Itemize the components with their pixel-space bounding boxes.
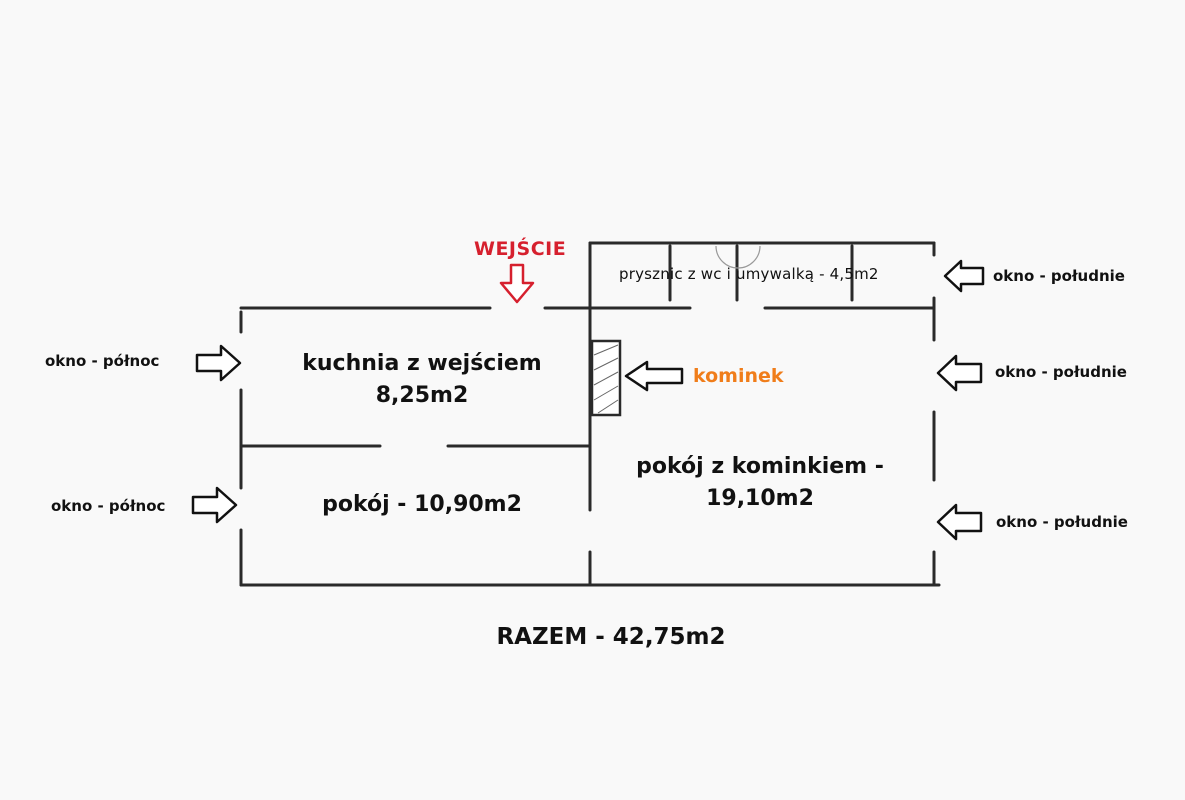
total-area-label: RAZEM - 42,75m2 bbox=[496, 624, 726, 650]
arrow-left-icon bbox=[936, 354, 983, 392]
kitchen-label: kuchnia z wejściem 8,25m2 bbox=[302, 348, 541, 412]
arrow-left-icon bbox=[624, 360, 684, 392]
living-room-name: pokój z kominkiem - bbox=[636, 454, 884, 479]
entrance-arrow-icon bbox=[499, 263, 535, 304]
kitchen-area: 8,25m2 bbox=[375, 383, 469, 408]
living-room-area: 19,10m2 bbox=[706, 486, 814, 511]
door-arc bbox=[715, 245, 761, 269]
kitchen-name: kuchnia z wejściem bbox=[302, 351, 542, 376]
window-south-label-1: okno - południe bbox=[993, 267, 1125, 285]
window-south-label-3: okno - południe bbox=[996, 513, 1128, 531]
entrance-label: WEJŚCIE bbox=[474, 238, 567, 260]
bathroom-label: prysznic z wc i umywalką - 4,5m2 bbox=[619, 265, 879, 283]
room-label: pokój - 10,90m2 bbox=[322, 492, 522, 517]
window-south-label-2: okno - południe bbox=[995, 363, 1127, 381]
fireplace-symbol bbox=[590, 339, 622, 417]
arrow-right-icon bbox=[191, 486, 238, 524]
window-north-label-1: okno - północ bbox=[45, 352, 160, 370]
arrow-left-icon bbox=[936, 503, 983, 541]
arrow-right-icon bbox=[195, 344, 242, 382]
fireplace-label: kominek bbox=[693, 365, 784, 387]
window-north-label-2: okno - północ bbox=[51, 497, 166, 515]
arrow-left-icon bbox=[943, 259, 985, 293]
living-room-label: pokój z kominkiem - 19,10m2 bbox=[636, 451, 884, 515]
